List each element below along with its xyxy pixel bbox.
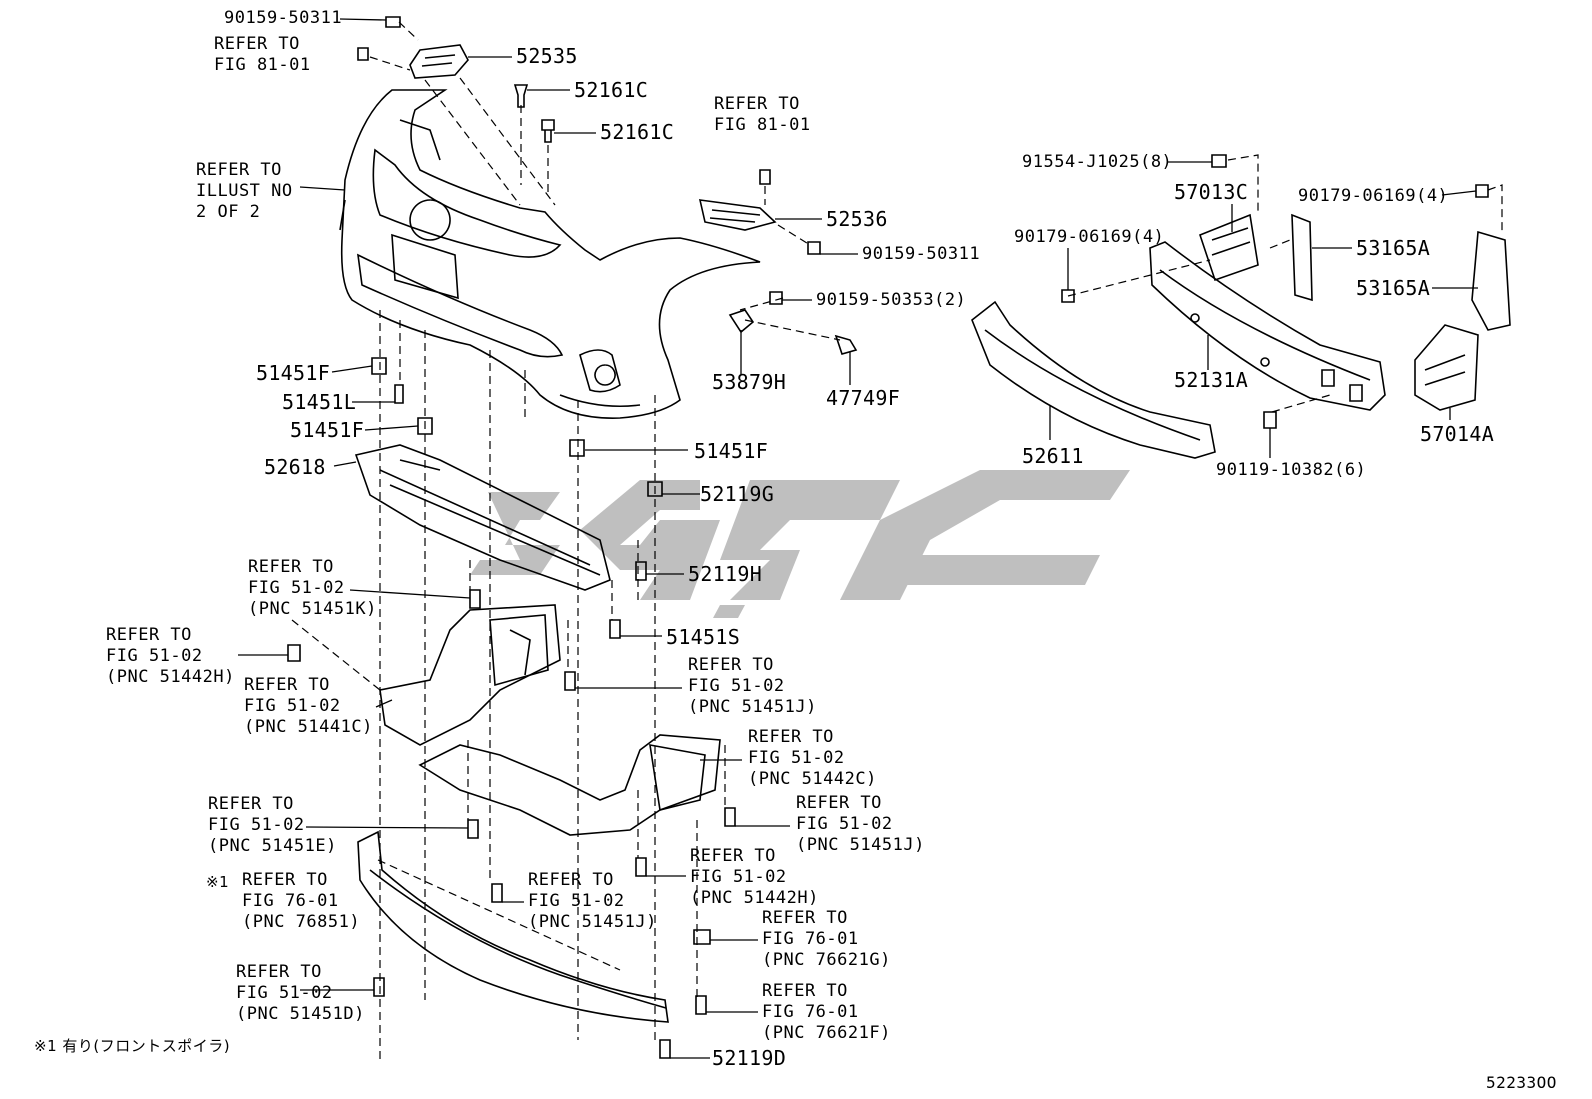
ref-pnc-51451d: REFER TO FIG 51-02 (PNC 51451D) [236, 962, 365, 1024]
part-51451l: 51451L [282, 390, 357, 414]
under-cover-left [379, 604, 561, 746]
part-90159-50353: 90159-50353(2) [816, 290, 967, 310]
part-90159-50311-mid: 90159-50311 [862, 244, 981, 264]
bracket-57013c [1199, 213, 1259, 282]
bracket-53165a [1291, 213, 1511, 331]
ref-pnc-51451e: REFER TO FIG 51-02 (PNC 51451E) [208, 794, 337, 856]
part-51451s: 51451S [666, 625, 741, 649]
ref-pnc-51441c: REFER TO FIG 51-02 (PNC 51441C) [244, 675, 373, 737]
ref-pnc-51451j-mid: REFER TO FIG 51-02 (PNC 51451J) [688, 655, 817, 717]
part-52611: 52611 [1022, 444, 1084, 468]
part-51451f-3: 51451F [694, 439, 769, 463]
part-51451f-1: 51451F [256, 361, 331, 385]
bumper-cover [339, 89, 761, 419]
ref-pnc-76621f: REFER TO FIG 76-01 (PNC 76621F) [762, 981, 891, 1043]
part-52161c-1: 52161C [574, 78, 649, 102]
mark-1-label: ※1 [206, 873, 230, 891]
front-spoiler [357, 830, 669, 1023]
part-57013c: 57013C [1174, 180, 1249, 204]
part-90179-06169-right: 90179-06169(4) [1298, 186, 1449, 206]
leader-lines [238, 18, 1478, 1059]
fasteners [287, 16, 1489, 1059]
part-53879h: 53879H [712, 370, 787, 394]
absorber-52611 [971, 300, 1216, 459]
part-53165a-1: 53165A [1356, 236, 1431, 260]
figure-code: 52233OO [1486, 1073, 1557, 1092]
part-52119g: 52119G [700, 482, 775, 506]
part-52536: 52536 [826, 207, 888, 231]
part-90119-10382: 90119-10382(6) [1216, 460, 1367, 480]
part-52131a: 52131A [1174, 368, 1249, 392]
ref-pnc-51451j-bottom: REFER TO FIG 51-02 (PNC 51451J) [528, 870, 657, 932]
part-52161c-2: 52161C [600, 120, 675, 144]
part-90159-50311-top: 90159-50311 [224, 8, 343, 28]
part-91554-j1025: 91554-J1025(8) [1022, 152, 1173, 172]
alignment-lines [291, 21, 1503, 1060]
ref-pnc-76621g: REFER TO FIG 76-01 (PNC 76621G) [762, 908, 891, 970]
part-51451f-2: 51451F [290, 418, 365, 442]
part-52535: 52535 [516, 44, 578, 68]
watermark-logo [470, 470, 1130, 618]
ref-pnc-51451k: REFER TO FIG 51-02 (PNC 51451K) [248, 557, 377, 619]
part-52119d: 52119D [712, 1046, 787, 1070]
part-52618: 52618 [264, 455, 326, 479]
ref-fig-81-01-top: REFER TO FIG 81-01 [214, 34, 311, 75]
ref-fig-81-01-mid: REFER TO FIG 81-01 [714, 94, 811, 135]
reinforcement-52131a [1149, 241, 1386, 411]
footnote: ※1 有り(フロントスポイラ) [34, 1037, 231, 1055]
retainer-52536 [698, 199, 777, 231]
part-90179-06169-left: 90179-06169(4) [1014, 227, 1165, 247]
part-47749f: 47749F [826, 386, 901, 410]
retainer-52535 [409, 44, 469, 79]
ref-pnc-51442h-right: REFER TO FIG 51-02 (PNC 51442H) [690, 846, 819, 908]
ref-pnc-76851: REFER TO FIG 76-01 (PNC 76851) [242, 870, 361, 932]
ref-pnc-51442c: REFER TO FIG 51-02 (PNC 51442C) [748, 727, 877, 789]
under-cover-center [418, 734, 721, 836]
part-57014a: 57014A [1420, 422, 1495, 446]
bracket-57014a [1414, 324, 1479, 411]
ref-pnc-51451j-right: REFER TO FIG 51-02 (PNC 51451J) [796, 793, 925, 855]
part-53165a-2: 53165A [1356, 276, 1431, 300]
ref-pnc-51442h-left: REFER TO FIG 51-02 (PNC 51442H) [106, 625, 235, 687]
ref-illust-no-2-of-2: REFER TO ILLUST NO 2 OF 2 [196, 160, 293, 222]
part-52119h: 52119H [688, 562, 763, 586]
